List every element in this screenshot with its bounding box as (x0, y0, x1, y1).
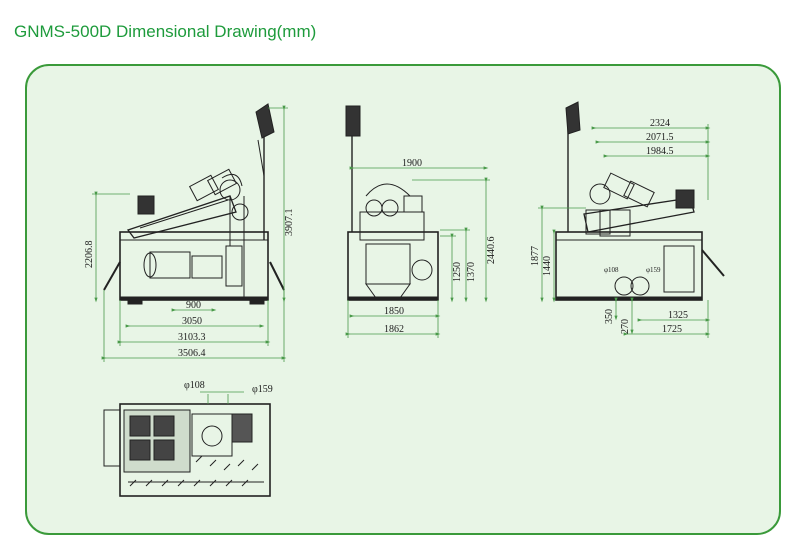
top-view-dims (200, 391, 244, 404)
dim-side-3506: 3506.4 (178, 348, 206, 359)
dim-front-1250: 1250 (452, 262, 463, 282)
dim-front-1862: 1862 (384, 324, 404, 335)
rear-view-dims (538, 124, 711, 338)
dim-side-height-body: 2206.8 (84, 241, 95, 269)
dim-rear-1440: 1440 (542, 256, 553, 276)
dim-rear-phi-2: φ159 (646, 266, 661, 274)
front-view (345, 105, 439, 301)
dim-front-1900: 1900 (402, 158, 422, 169)
dim-side-900: 900 (186, 300, 201, 311)
dim-rear-2324: 2324 (650, 118, 670, 129)
dim-top-phi-159: φ159 (252, 384, 273, 395)
dim-front-1850: 1850 (384, 306, 404, 317)
dim-rear-1984: 1984.5 (646, 146, 674, 157)
dim-rear-phi-1: φ108 (604, 266, 619, 274)
dim-side-3103: 3103.3 (178, 332, 206, 343)
top-view (103, 403, 271, 497)
dim-rear-350: 350 (604, 309, 615, 324)
dim-rear-1325: 1325 (668, 310, 688, 321)
page-title: GNMS-500D Dimensional Drawing(mm) (14, 22, 317, 41)
dim-rear-270: 270 (620, 319, 631, 334)
front-view-dims (345, 166, 490, 338)
side-view (103, 103, 285, 305)
dim-rear-1877: 1877 (530, 246, 541, 266)
dim-side-3050: 3050 (182, 316, 202, 327)
dim-front-1370: 1370 (466, 262, 477, 282)
dim-front-2440: 2440.6 (486, 237, 497, 265)
dim-top-phi-108: φ108 (184, 380, 205, 391)
dim-rear-1725: 1725 (662, 324, 682, 335)
side-view-dims (92, 105, 288, 362)
rear-view (555, 101, 725, 301)
dim-rear-2071: 2071.5 (646, 132, 674, 143)
dim-side-height-overall: 3907.1 (284, 209, 295, 237)
